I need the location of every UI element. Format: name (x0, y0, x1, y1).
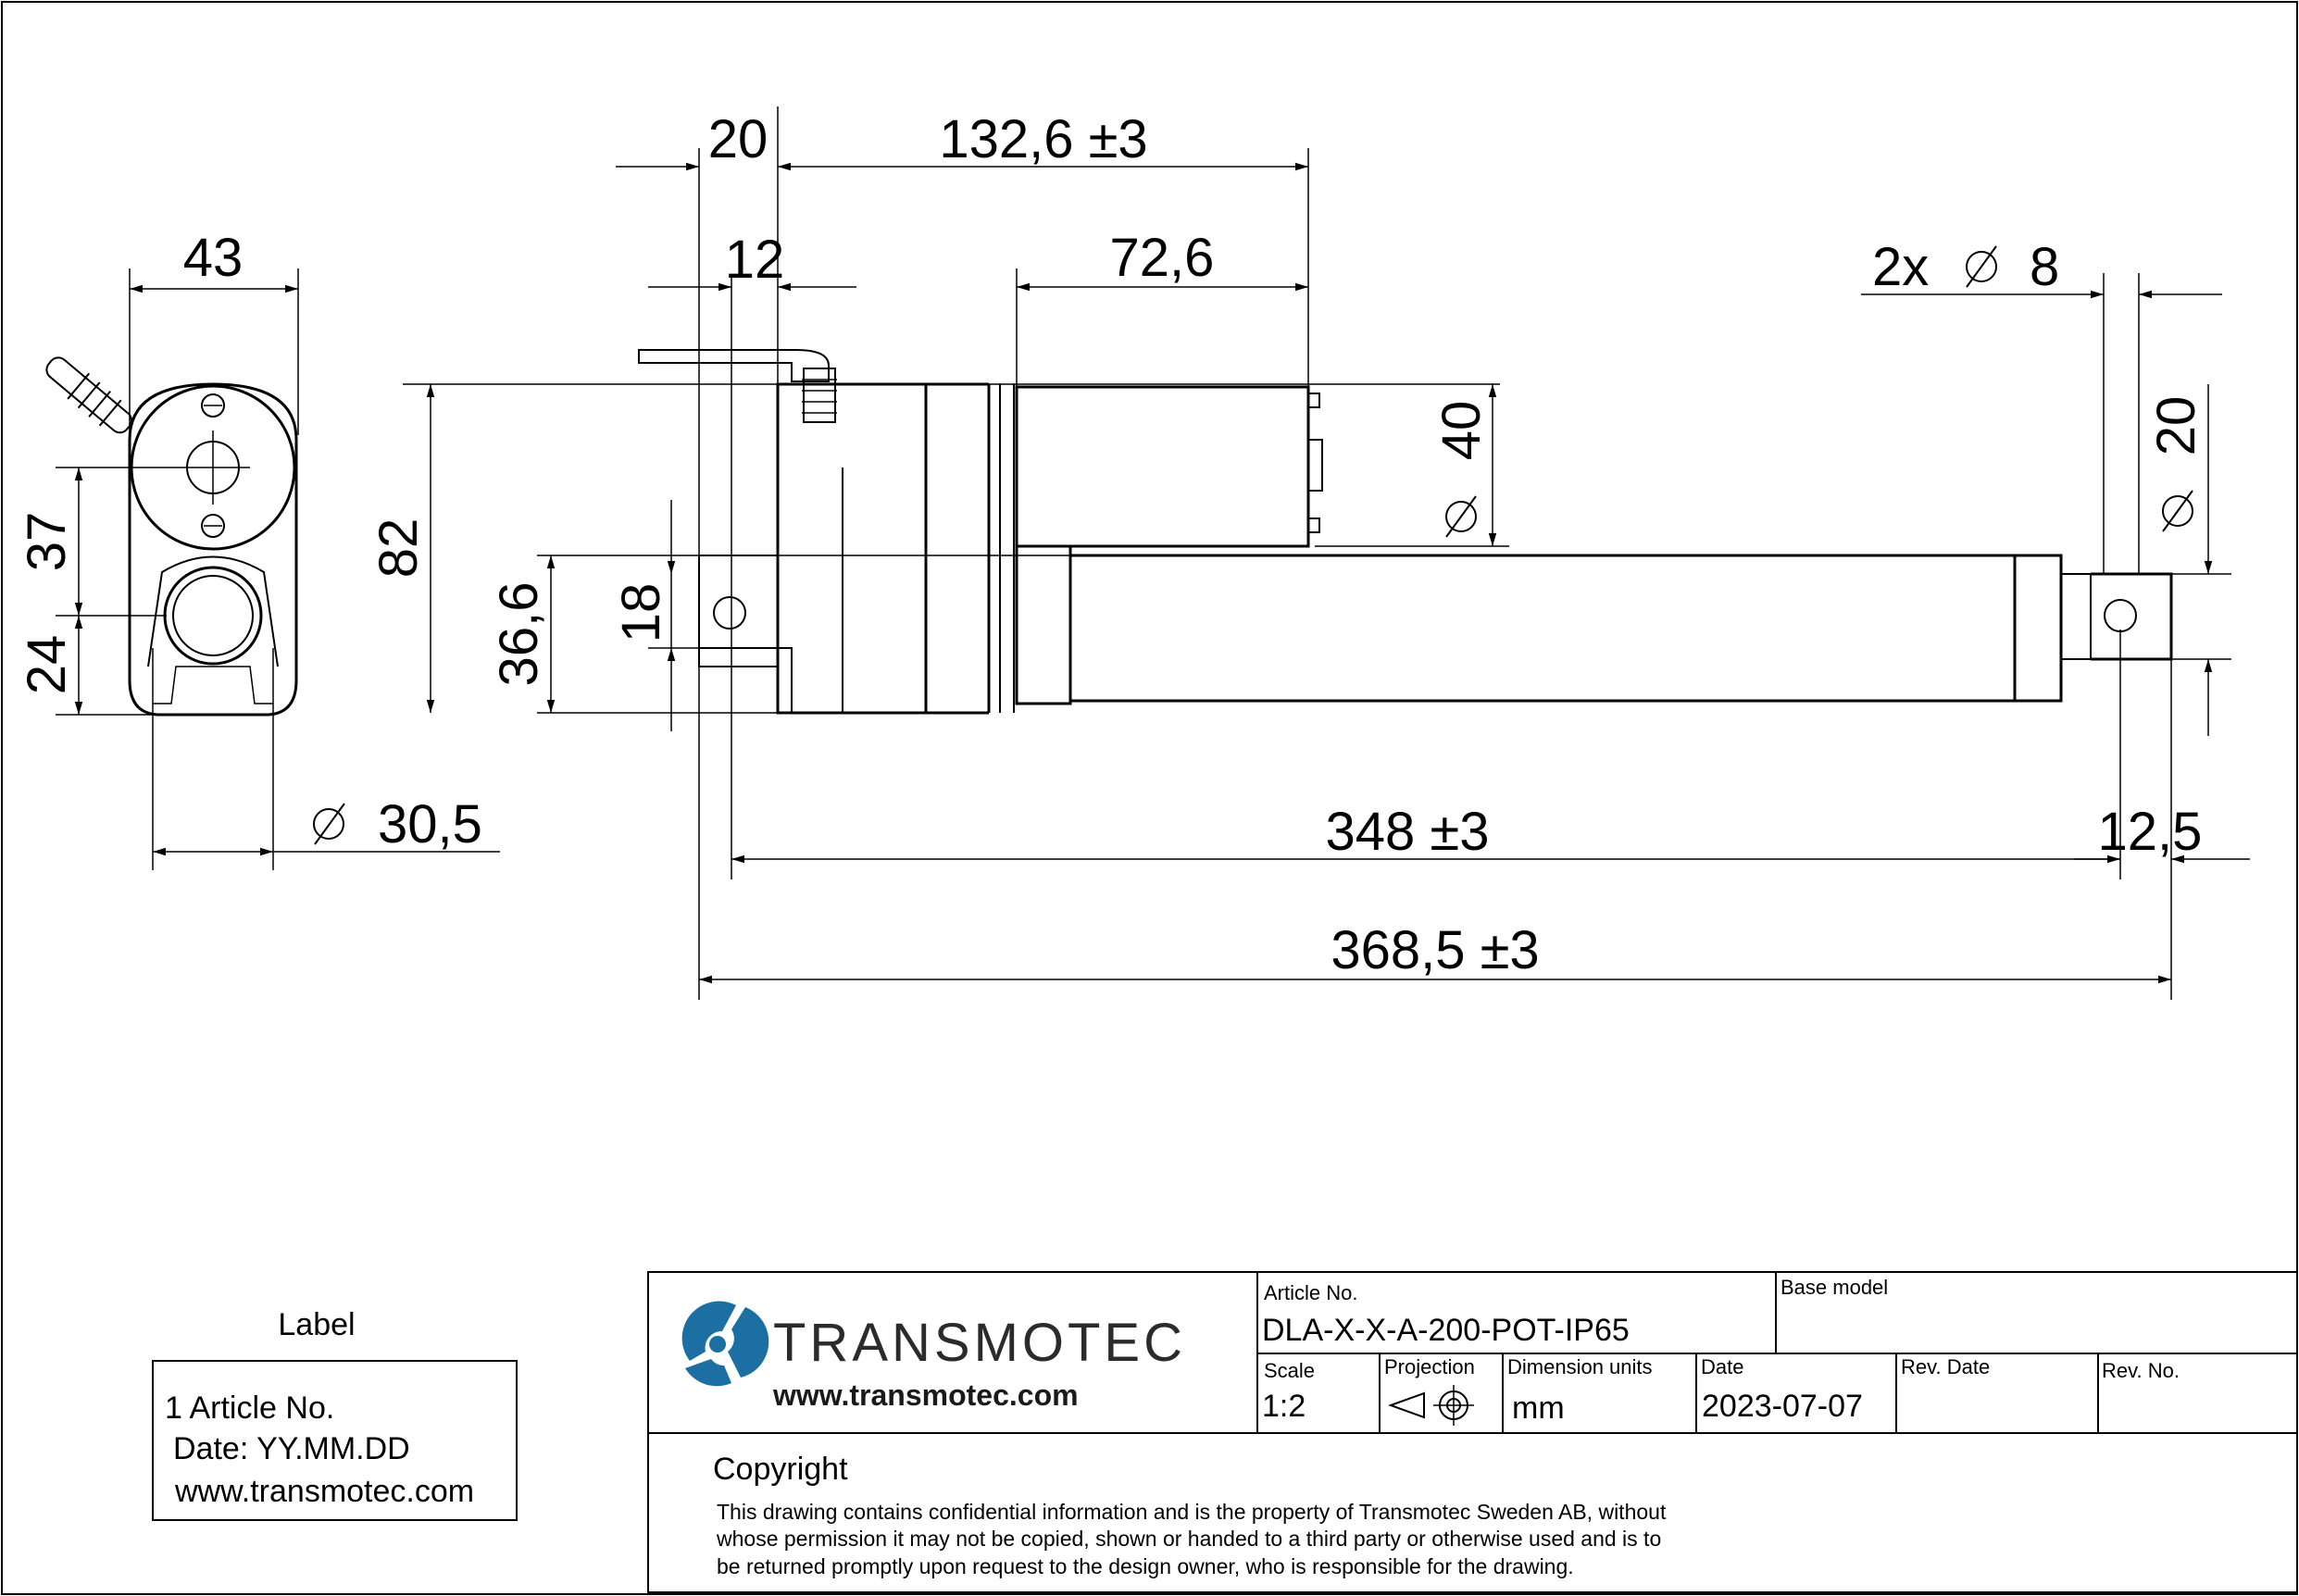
dim-24: 24 (17, 635, 77, 695)
end-view (45, 268, 299, 870)
dim-72-6: 72,6 (1110, 228, 1215, 288)
projection-symbol-icon (1388, 1385, 1474, 1426)
diameter-icon (313, 803, 345, 845)
dim-20-top: 20 (708, 109, 768, 169)
rev-no-label: Rev. No. (2102, 1359, 2180, 1382)
dim-36-6: 36,6 (489, 582, 549, 687)
label-line-2: Date: YY.MM.DD (173, 1431, 410, 1466)
scale-label: Scale (1264, 1359, 1315, 1382)
date-label: Date (1701, 1355, 1743, 1378)
base-model-label: Base model (1780, 1276, 1888, 1299)
title-block (647, 1271, 2298, 1593)
article-value: DLA-X-X-A-200-POT-IP65 (1262, 1313, 1630, 1348)
dim-20-right: 20 (2146, 396, 2206, 456)
dim-30-5: 30,5 (378, 794, 482, 854)
dim-368-5: 368,5 ±3 (1331, 920, 1539, 980)
article-label: Article No. (1264, 1281, 1357, 1304)
brand-name: TRANSMOTEC (773, 1313, 1186, 1373)
copyright-line-2: whose permission it may not be copied, s… (716, 1527, 1661, 1551)
diameter-icon (2162, 490, 2193, 532)
dim-348: 348 ±3 (1326, 802, 1490, 862)
side-view (403, 349, 2231, 715)
dim-12: 12 (725, 230, 785, 290)
label-line-3: www.transmotec.com (174, 1474, 474, 1509)
copyright-line-1: This drawing contains confidential infor… (717, 1500, 1667, 1524)
diameter-icon (1966, 245, 1997, 288)
rev-date-label: Rev. Date (1901, 1355, 1990, 1378)
copyright-line-3: be returned promptly upon request to the… (717, 1554, 1574, 1578)
dim-37: 37 (17, 512, 77, 572)
projection-label: Projection (1384, 1355, 1475, 1378)
dim-8: 8 (2030, 237, 2059, 297)
dim-2x: 2x (1872, 237, 1929, 297)
transmotec-logo-icon (681, 1301, 769, 1387)
dim-82: 82 (369, 518, 429, 579)
date-value: 2023-07-07 (1702, 1389, 1863, 1424)
scale-value: 1:2 (1262, 1389, 1306, 1424)
dim-12-5: 12,5 (2098, 802, 2203, 862)
brand-website: www.transmotec.com (772, 1378, 1079, 1412)
dim-43: 43 (183, 228, 244, 288)
dim-132-6: 132,6 ±3 (939, 109, 1147, 169)
dim-40: 40 (1431, 401, 1492, 461)
units-value: mm (1512, 1390, 1565, 1426)
label-box (152, 1360, 518, 1521)
label-line-1: 1 Article No. (165, 1390, 334, 1426)
dim-18: 18 (611, 583, 671, 643)
diameter-icon (1445, 495, 1477, 538)
copyright-title: Copyright (713, 1452, 848, 1487)
label-title: Label (278, 1307, 355, 1342)
units-label: Dimension units (1507, 1355, 1653, 1378)
